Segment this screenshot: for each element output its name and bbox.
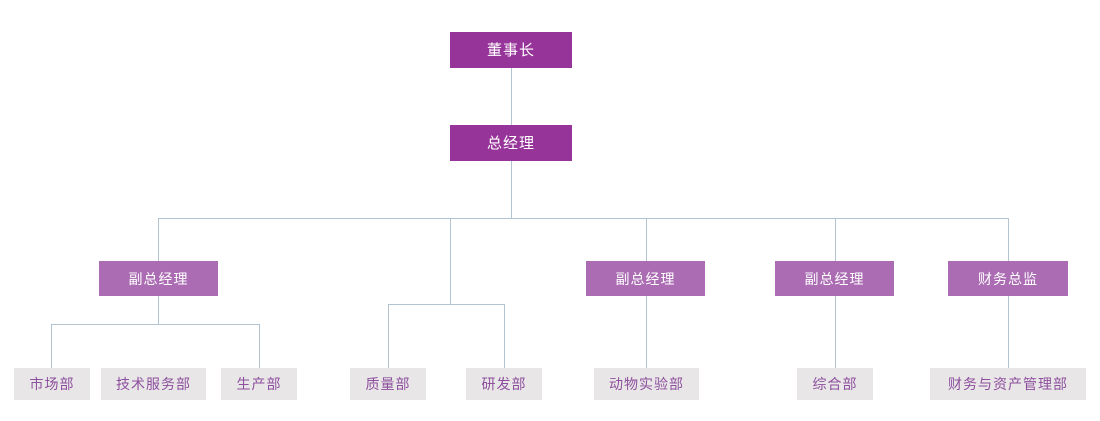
connector-quality-subbus — [388, 304, 505, 305]
node-dept-general-affairs[interactable]: 综合部 — [797, 368, 873, 400]
node-dept-tech-service-label: 技术服务部 — [116, 376, 191, 392]
connector-subbus-to-marketing — [51, 324, 52, 368]
connector-subbus-to-production — [259, 324, 260, 368]
node-vp3-label: 副总经理 — [804, 270, 865, 287]
node-vp2[interactable]: 副总经理 — [586, 261, 705, 296]
node-dept-rnd-label: 研发部 — [481, 376, 527, 392]
node-chairman[interactable]: 董事长 — [450, 32, 572, 68]
connector-chairman-to-gm — [511, 68, 512, 125]
connector-main-bus — [158, 218, 1009, 219]
node-general-manager[interactable]: 总经理 — [450, 125, 572, 161]
node-dept-finance-asset-label: 财务与资产管理部 — [948, 376, 1068, 392]
node-cfo[interactable]: 财务总监 — [948, 261, 1068, 296]
node-dept-quality[interactable]: 质量部 — [350, 368, 426, 400]
connector-gm-to-bus — [511, 161, 512, 218]
node-dept-quality-label: 质量部 — [365, 376, 411, 392]
node-dept-finance-asset[interactable]: 财务与资产管理部 — [930, 368, 1086, 400]
node-dept-marketing[interactable]: 市场部 — [14, 368, 90, 400]
node-dept-production-label: 生产部 — [236, 376, 282, 392]
connector-subbus-to-rnd — [504, 304, 505, 368]
connector-vp1-subbus — [51, 324, 260, 325]
node-dept-tech-service[interactable]: 技术服务部 — [101, 368, 206, 400]
node-dept-animal-lab[interactable]: 动物实验部 — [594, 368, 699, 400]
node-dept-production[interactable]: 生产部 — [221, 368, 297, 400]
node-dept-animal-lab-label: 动物实验部 — [609, 376, 684, 392]
node-vp2-label: 副总经理 — [615, 270, 676, 287]
node-vp1-label: 副总经理 — [128, 270, 189, 287]
node-cfo-label: 财务总监 — [978, 270, 1038, 287]
node-vp3[interactable]: 副总经理 — [775, 261, 894, 296]
node-general-manager-label: 总经理 — [486, 134, 535, 152]
node-dept-general-affairs-label: 综合部 — [812, 376, 858, 392]
node-vp1[interactable]: 副总经理 — [99, 261, 218, 296]
node-dept-rnd[interactable]: 研发部 — [466, 368, 542, 400]
connector-subbus-to-quality — [388, 304, 389, 368]
node-dept-marketing-label: 市场部 — [29, 376, 75, 392]
node-chairman-label: 董事长 — [486, 41, 535, 59]
connector-bus-to-quality-branch — [450, 218, 451, 305]
